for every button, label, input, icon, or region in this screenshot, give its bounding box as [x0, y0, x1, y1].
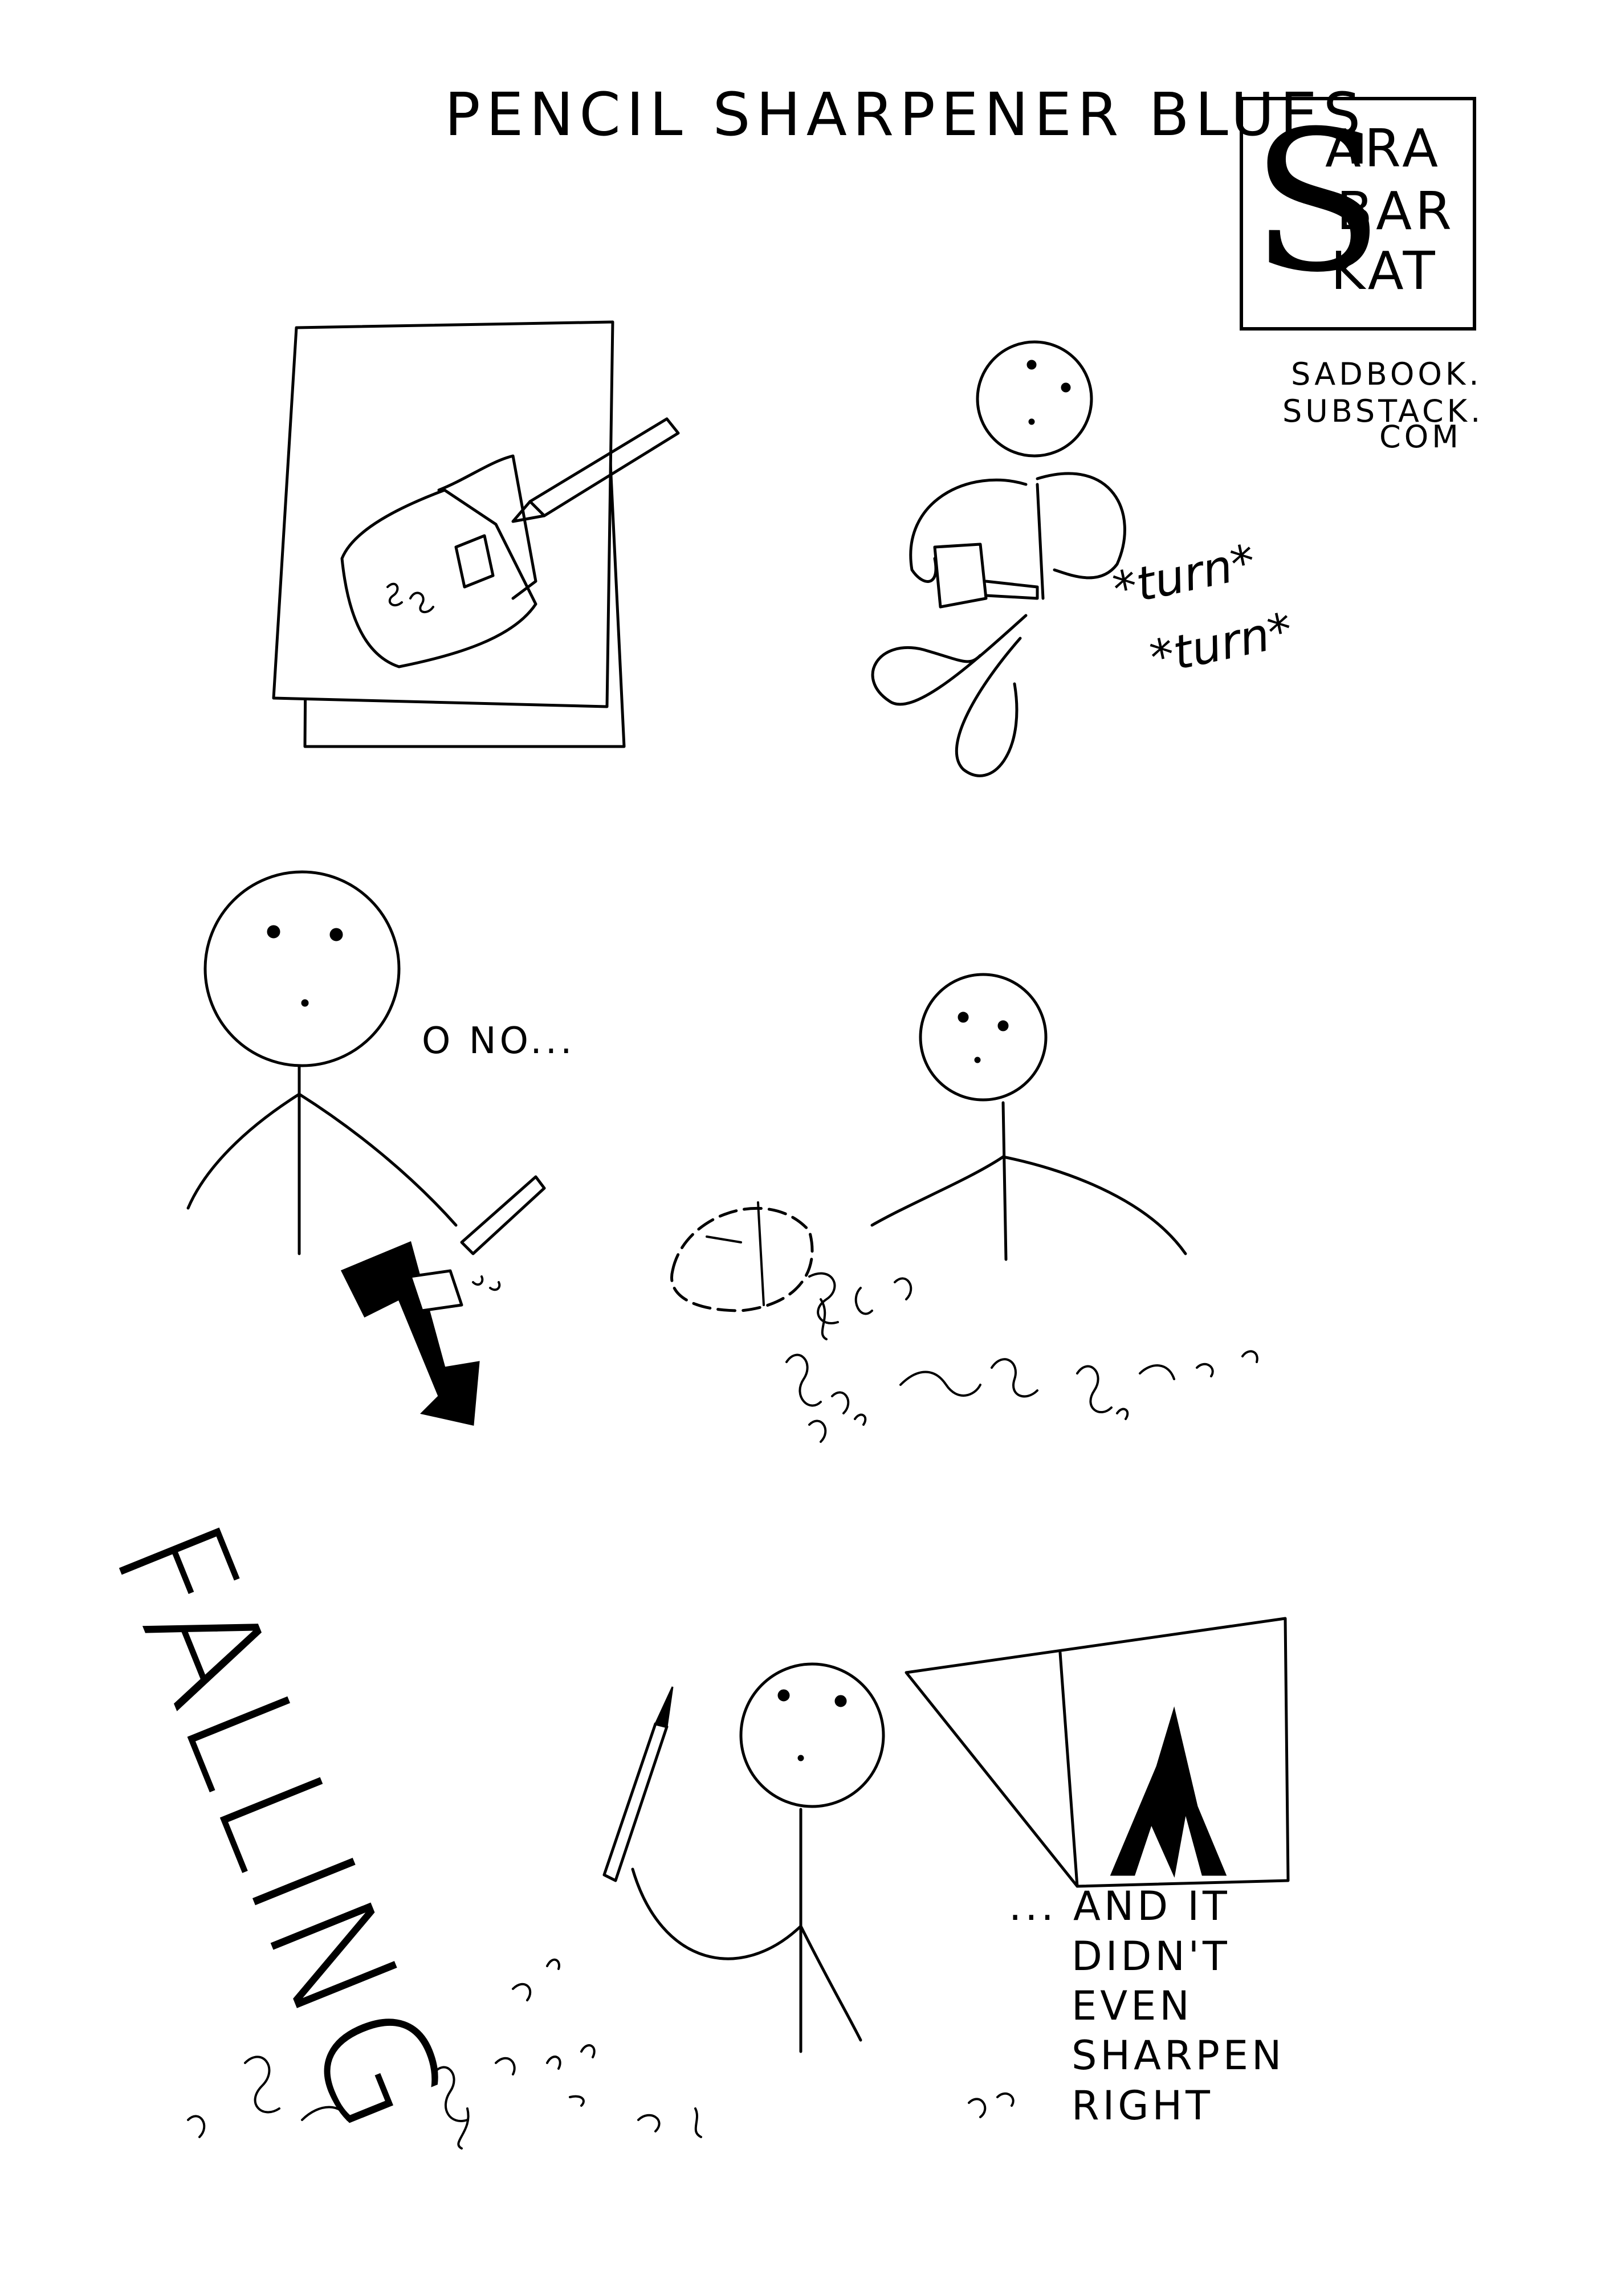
url-line-1: SADBOOK.	[1291, 356, 1482, 392]
logo-initial: S	[1251, 89, 1384, 315]
falling-arrow	[340, 1241, 480, 1426]
panel-5-figure-pencil	[187, 1617, 1290, 2150]
sharpener-drawing	[340, 454, 537, 668]
pencil-drawing	[511, 417, 680, 523]
panel-4-shavings-spilled	[670, 973, 1258, 1443]
url-line-2: SUBSTACK.	[1282, 393, 1484, 429]
url-line-3: COM	[1379, 419, 1462, 455]
speech-o-no: O NO...	[422, 1020, 576, 1062]
closeup-frame	[905, 1617, 1290, 1888]
caption-line-5: RIGHT	[1072, 2082, 1213, 2129]
panel-3-figure-dropping	[186, 870, 546, 1426]
caption-line-3: EVEN	[1072, 1983, 1193, 2029]
caption-line-2: DIDN'T	[1072, 1933, 1231, 1980]
logo-line-1: ARA	[1325, 118, 1442, 179]
logo-line-3: KAT	[1331, 240, 1439, 301]
author-logo-box	[1240, 97, 1476, 331]
caption-line-4: SHARPEN	[1072, 2032, 1285, 2079]
panel-2-figure-turning	[871, 340, 1126, 777]
logo-line-2: BAR	[1337, 181, 1455, 242]
caption-line-1: ... AND IT	[1009, 1883, 1231, 1930]
comic-title: PENCIL SHARPENER BLUES	[445, 80, 1367, 149]
panel-1-paper-sharpener	[272, 320, 680, 748]
